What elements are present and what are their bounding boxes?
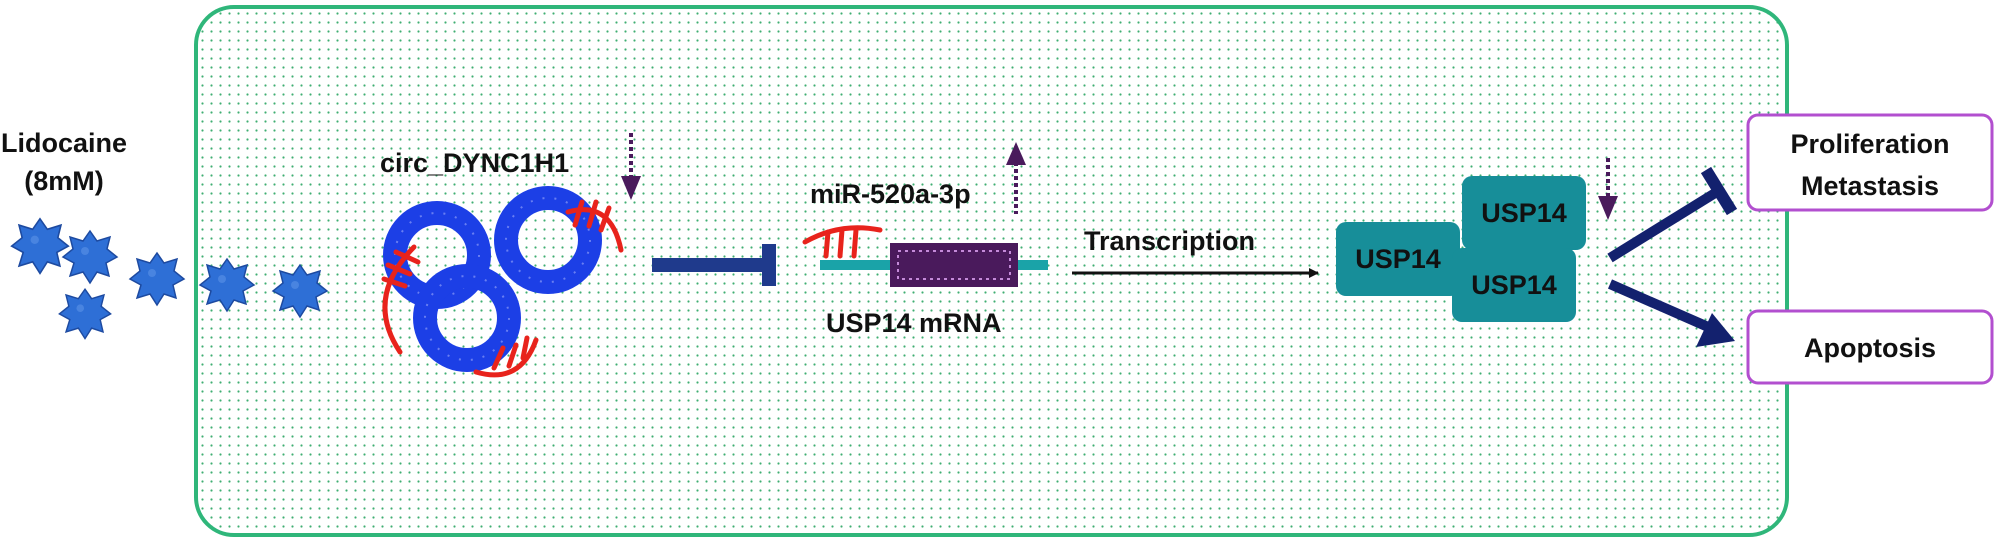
inhibition-arrow-icon <box>1607 166 1738 263</box>
metastasis-label: Metastasis <box>1801 171 1939 201</box>
lidocaine-label: Lidocaine <box>1 128 127 158</box>
down-regulation-arrow-icon <box>1598 158 1618 220</box>
mirna-hairpin-icon <box>802 225 883 259</box>
usp14-protein-label: USP14 <box>1471 270 1557 300</box>
usp14-mrna <box>820 243 1048 287</box>
lidocaine-dose: (8mM) <box>24 166 104 196</box>
mirna-hairpin-icon <box>381 199 624 378</box>
proliferation-label: Proliferation <box>1790 129 1949 159</box>
apoptosis-label: Apoptosis <box>1804 333 1936 363</box>
mrna-label: USP14 mRNA <box>826 308 1002 338</box>
down-regulation-arrow-icon <box>621 133 641 200</box>
transcription-label: Transcription <box>1084 226 1255 256</box>
usp14-protein-cluster: USP14 USP14 USP14 <box>1336 176 1586 322</box>
apoptosis-box <box>1746 309 1994 385</box>
up-regulation-arrow-icon <box>1006 142 1026 214</box>
proliferation-metastasis-box <box>1746 113 1994 212</box>
usp14-protein-label: USP14 <box>1355 244 1441 274</box>
mirna-label: miR-520a-3p <box>810 179 971 209</box>
inhibition-arrow-icon <box>652 244 776 286</box>
circ-label: circ_DYNC1H1 <box>380 148 569 178</box>
usp14-protein-label: USP14 <box>1481 198 1567 228</box>
activation-arrow-icon <box>1607 279 1735 347</box>
